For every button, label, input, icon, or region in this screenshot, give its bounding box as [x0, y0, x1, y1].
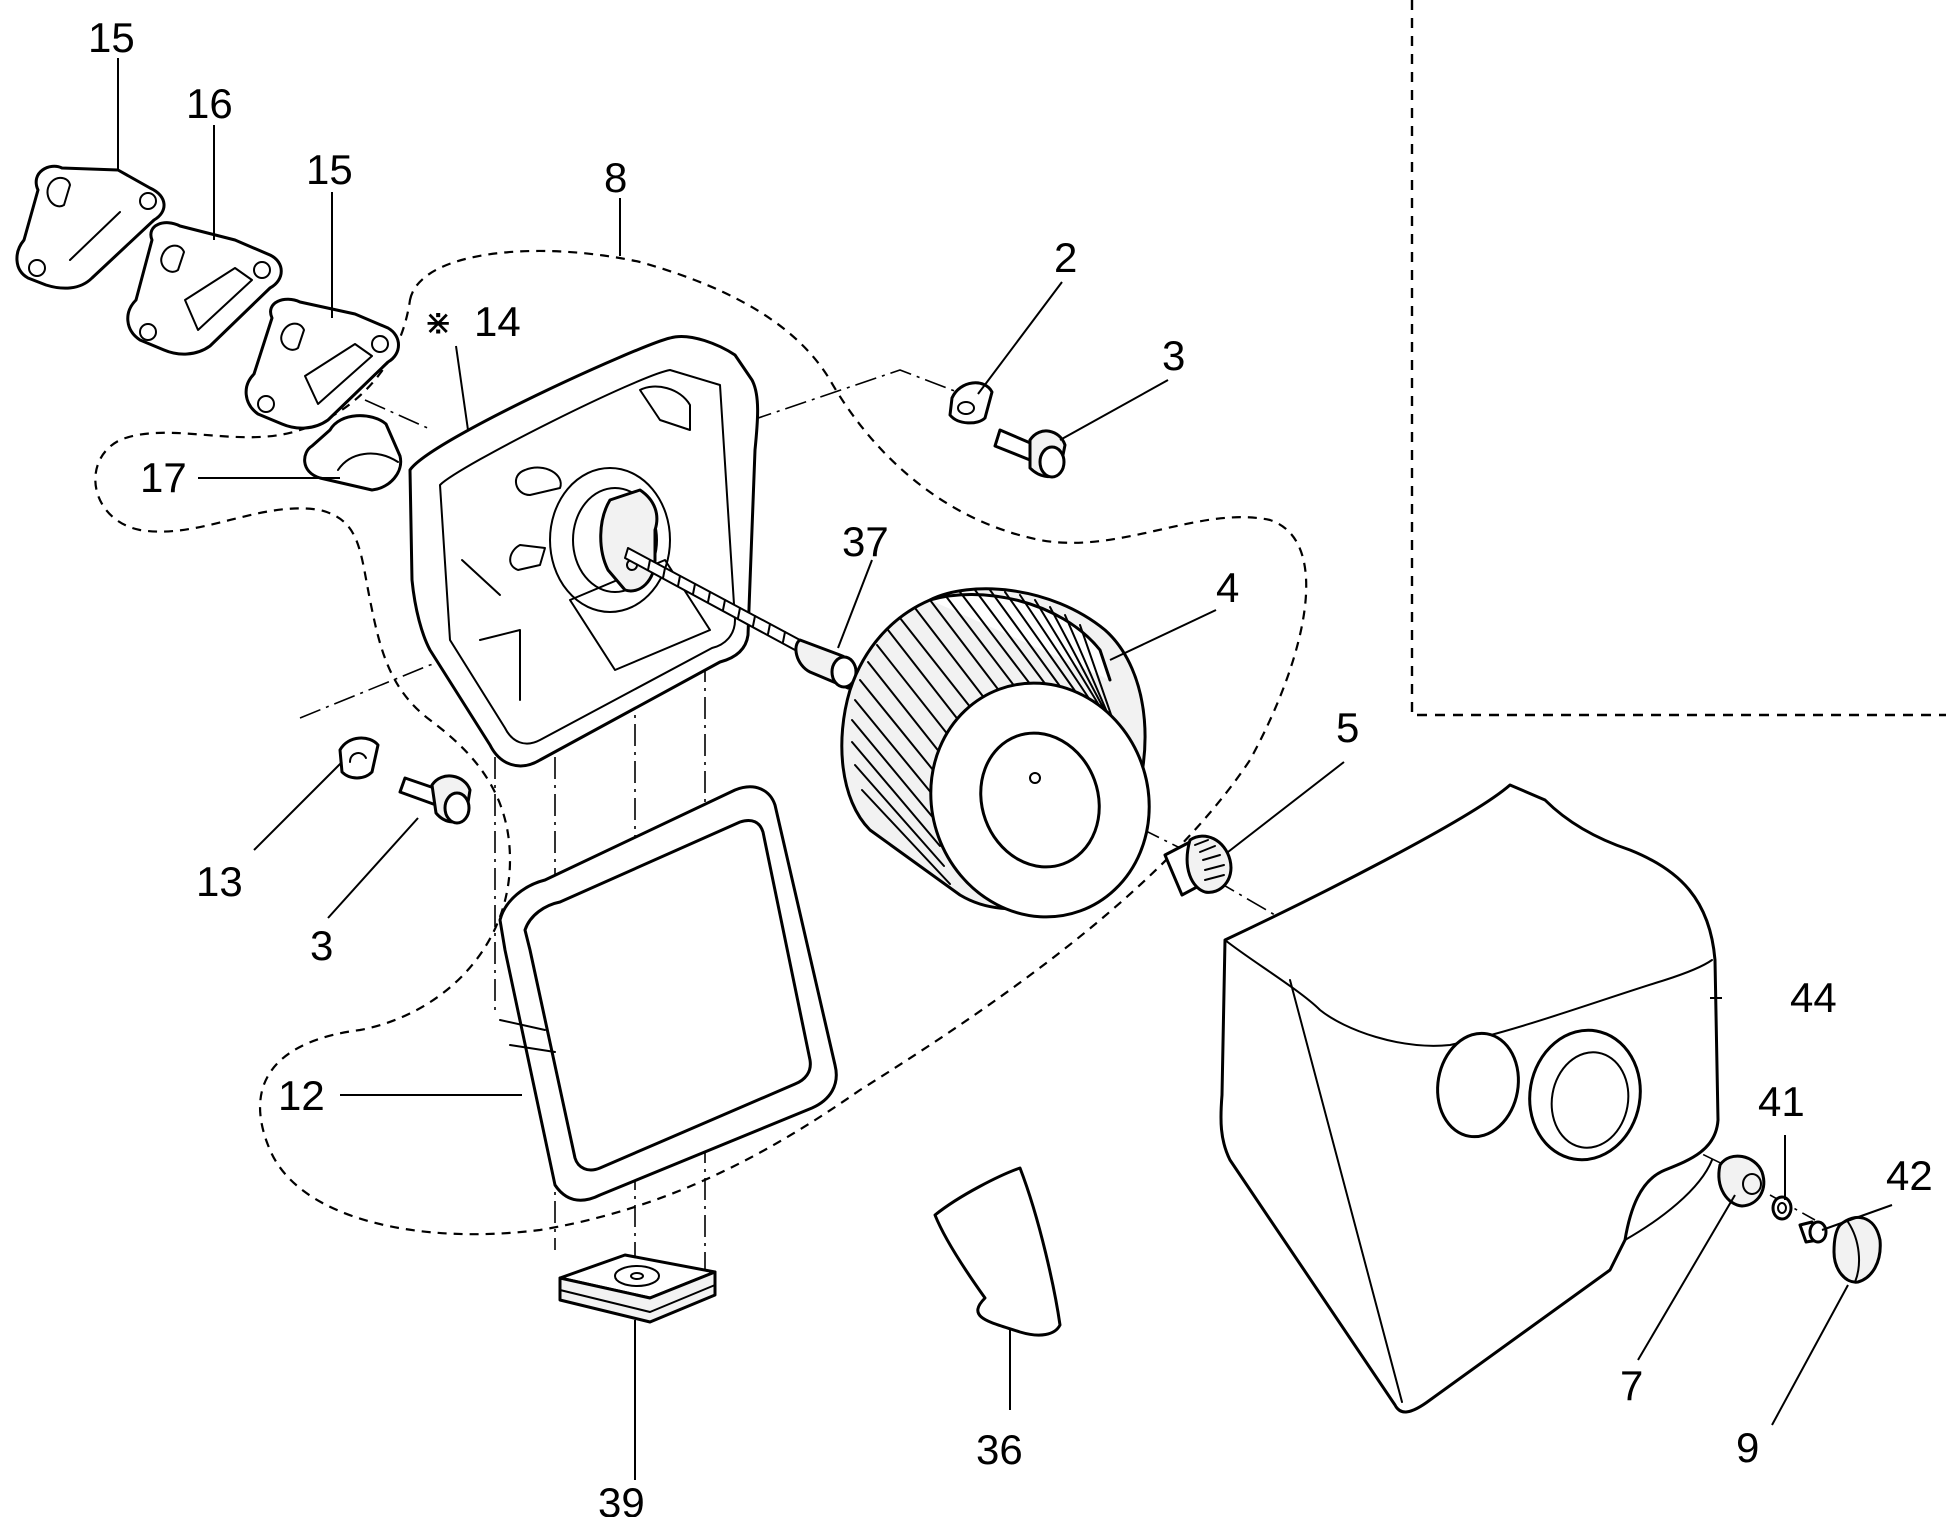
- screw-42: [1798, 1220, 1828, 1244]
- callout-37: 37: [842, 518, 889, 565]
- callout-7: 7: [1620, 1362, 1643, 1409]
- callout-5: 5: [1336, 704, 1359, 751]
- callout-14: 14: [474, 298, 521, 345]
- callout-labels: 15 16 15 8 ⋇ 14 17 2 3 37 4 5 13 3 12 44…: [88, 14, 1933, 1517]
- filter-pleats: [851, 589, 1126, 885]
- callout-42: 42: [1886, 1152, 1933, 1199]
- callout-39: 39: [598, 1479, 645, 1517]
- air-filter-4: [840, 587, 1151, 919]
- screw-3-top: [993, 428, 1067, 479]
- spacer-37: [794, 638, 858, 690]
- cover-44: [1219, 783, 1720, 1414]
- gasket-plate-16: [126, 221, 283, 356]
- callout-13: 13: [196, 858, 243, 905]
- screw-3-bottom: [398, 774, 472, 825]
- washer-2: [948, 381, 994, 425]
- group-outline-8: [94, 249, 1308, 1236]
- callout-12: 12: [278, 1072, 325, 1119]
- callout-15-right: 15: [306, 146, 353, 193]
- callout-2: 2: [1054, 234, 1077, 281]
- callout-15-left: 15: [88, 14, 135, 61]
- callout-16: 16: [186, 80, 233, 127]
- callout-36: 36: [976, 1426, 1023, 1473]
- o-ring-41: [1771, 1195, 1793, 1221]
- callout-14-symbol: ⋇: [424, 303, 453, 343]
- knob-9: [1832, 1216, 1882, 1284]
- nut-5: [1163, 834, 1233, 897]
- leader-lines: [117, 58, 1893, 1480]
- callout-17: 17: [140, 454, 187, 501]
- callout-3-top: 3: [1162, 332, 1185, 379]
- plate-36: [933, 1166, 1062, 1337]
- gasket-plate-15-left: [15, 164, 166, 290]
- inset-frame: [1410, 0, 1946, 717]
- gasket-plate-15-right: [244, 297, 400, 430]
- callout-8: 8: [604, 154, 627, 201]
- callout-44: 44: [1790, 974, 1837, 1021]
- cap-17: [303, 414, 403, 492]
- callout-9: 9: [1736, 1424, 1759, 1471]
- seal-frame-12: [498, 785, 838, 1202]
- callout-3-bottom: 3: [310, 922, 333, 969]
- callout-41: 41: [1758, 1078, 1805, 1125]
- callout-4: 4: [1216, 564, 1239, 611]
- filter-housing: [408, 335, 760, 768]
- grommet-39: [558, 1253, 717, 1324]
- washer-13: [338, 736, 380, 780]
- bushing-7: [1717, 1154, 1766, 1208]
